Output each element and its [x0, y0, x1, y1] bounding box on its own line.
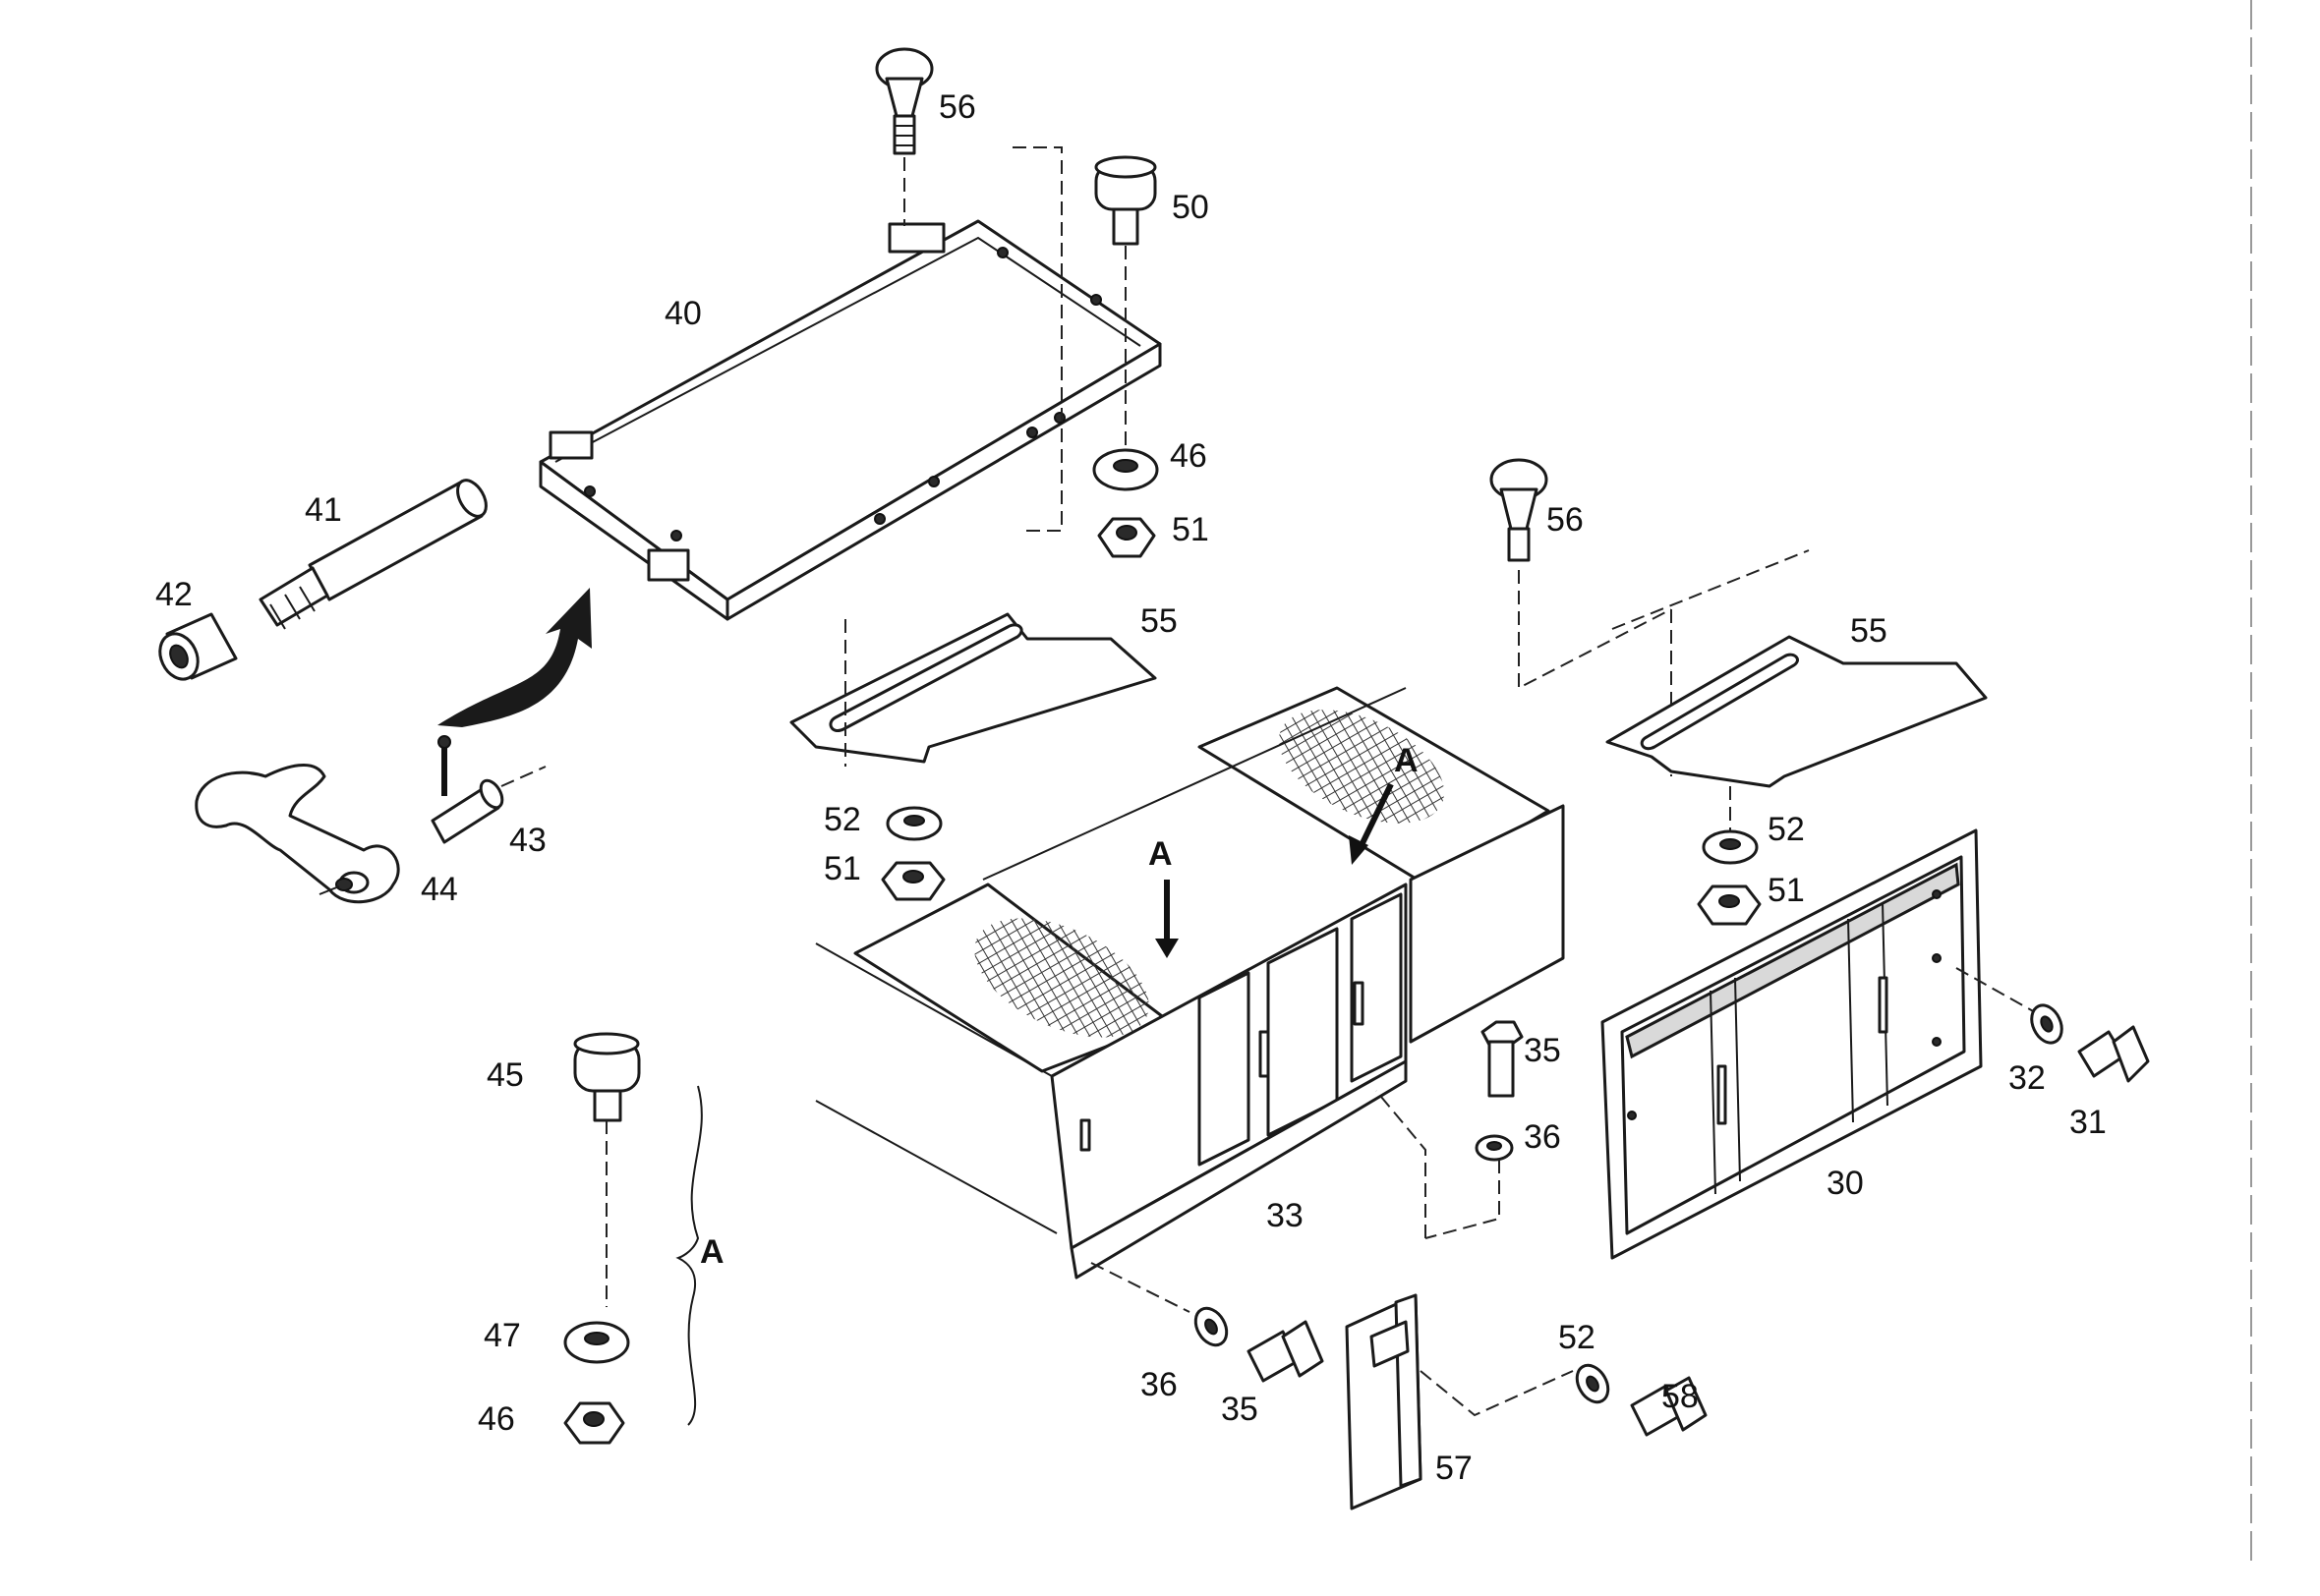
callout-44: 44: [421, 871, 458, 908]
handle-44: [195, 763, 400, 904]
callout-36: 36: [1524, 1118, 1561, 1156]
door-frame-30: [1600, 828, 1983, 1260]
callout-55: 55: [1140, 602, 1178, 640]
callout-43: 43: [509, 822, 547, 859]
slotted-bracket-55-right: [1605, 635, 1988, 788]
callout-labels: 56 50 40 46 51 41 42 43 44 55 52 51 56 5…: [155, 88, 2107, 1487]
detail-arrow-a-right: [1349, 782, 1394, 865]
callout-33: 33: [1266, 1197, 1304, 1234]
hex-bolt-31: [2077, 1025, 2150, 1083]
callout-45: 45: [487, 1056, 524, 1094]
callout-56: 56: [1546, 501, 1584, 539]
pin-43: [431, 778, 504, 844]
callout-36: 36: [1140, 1366, 1178, 1403]
callout-30: 30: [1827, 1165, 1864, 1202]
callout-55: 55: [1850, 612, 1887, 650]
mounting-plate-57: [1345, 1293, 1422, 1510]
callout-56: 56: [939, 88, 976, 126]
callout-31: 31: [2069, 1104, 2107, 1141]
callout-50: 50: [1172, 189, 1209, 226]
callout-51: 51: [1172, 511, 1209, 548]
hex-nut-51-top: [1097, 517, 1156, 558]
hex-bolt-35-center: [1480, 1020, 1524, 1098]
washer-36-center: [1475, 1134, 1514, 1162]
knob-50: [1094, 155, 1157, 246]
washer-32: [2030, 1003, 2063, 1045]
callout-35: 35: [1221, 1391, 1258, 1428]
detail-arrow-a-left: [1155, 880, 1179, 958]
callout-32: 32: [2008, 1059, 2046, 1097]
wing-screw-56-right: [1489, 458, 1548, 562]
detail-marker-a: A: [700, 1233, 725, 1271]
washer-52-left: [886, 806, 943, 841]
table-plate-40: [539, 219, 1162, 621]
washer-47: [563, 1321, 630, 1364]
callout-46: 46: [478, 1400, 515, 1438]
hex-nut-51-right: [1697, 884, 1762, 926]
hex-nut-51-left: [881, 861, 946, 901]
callout-47: 47: [484, 1317, 521, 1354]
callout-52: 52: [1558, 1319, 1595, 1356]
base-cabinet-33: [815, 686, 1565, 1280]
washer-46-top: [1092, 448, 1159, 491]
callout-51: 51: [824, 850, 861, 887]
slotted-bracket-55-left: [789, 612, 1157, 764]
detail-marker-a: A: [1394, 742, 1419, 779]
callout-52: 52: [824, 801, 861, 838]
callout-46: 46: [1170, 437, 1207, 475]
detail-marker-a: A: [1148, 835, 1173, 873]
split-pin: [437, 735, 451, 796]
hex-bolt-58: [1630, 1376, 1708, 1437]
callout-58: 58: [1661, 1378, 1699, 1415]
callout-51: 51: [1768, 872, 1805, 909]
washer-36-bottom: [1193, 1306, 1229, 1347]
callout-52: 52: [1768, 811, 1805, 848]
callout-42: 42: [155, 576, 193, 613]
wing-screw-56-top: [875, 47, 934, 155]
hex-bolt-35-bottom: [1247, 1320, 1324, 1383]
knob-45: [573, 1032, 641, 1122]
detail-a-brace: [675, 1085, 703, 1426]
spindle-41: [259, 479, 488, 630]
callout-40: 40: [665, 295, 702, 332]
callout-35: 35: [1524, 1032, 1561, 1069]
assembly-arrow: [437, 588, 592, 727]
sleeve-42: [158, 612, 238, 681]
hex-nut-46-detail: [563, 1401, 625, 1445]
callout-57: 57: [1435, 1450, 1473, 1487]
washer-52-right: [1702, 829, 1759, 865]
washer-52-bottom: [1575, 1363, 1610, 1404]
callout-41: 41: [305, 491, 342, 529]
